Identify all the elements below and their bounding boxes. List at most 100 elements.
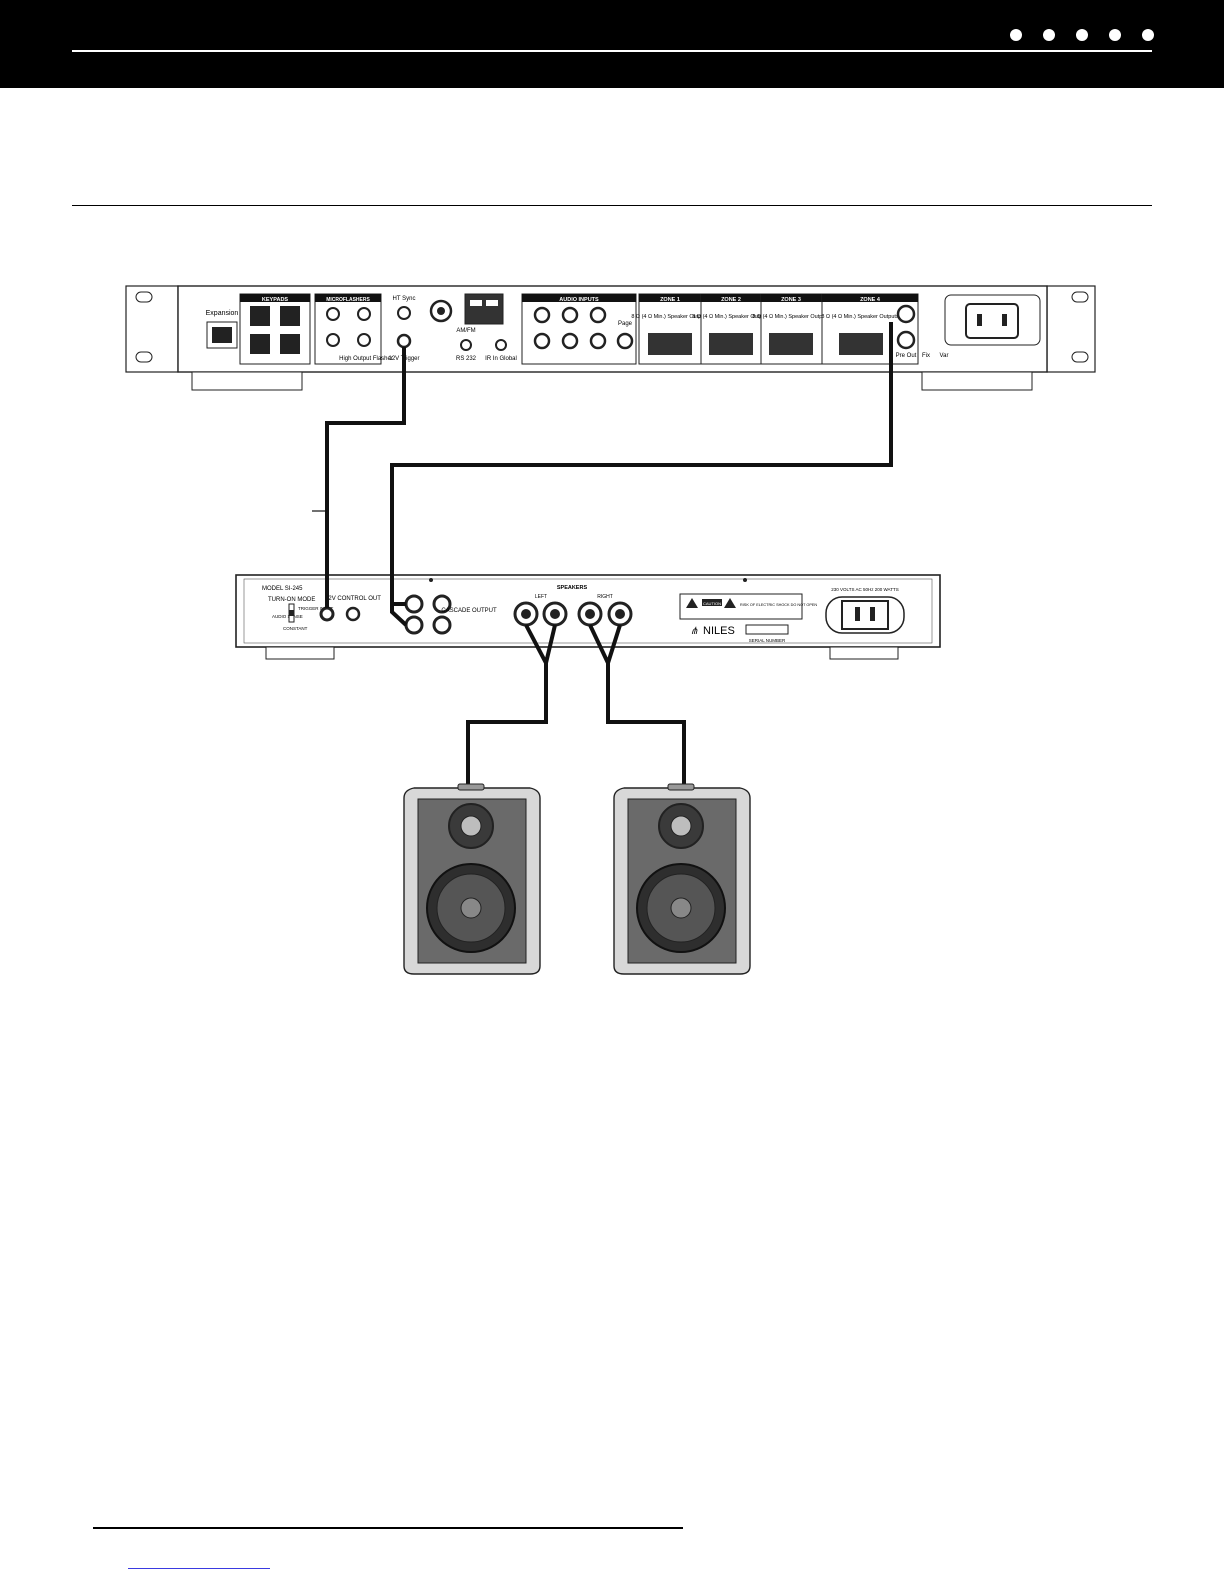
keypad-jack [280,334,300,354]
flasher-jack [326,307,340,321]
power-outlet-pin [870,607,875,621]
right-speaker [613,783,751,975]
ir-in-jack [495,339,507,351]
ht-sync-jack [397,306,411,320]
speakers-label: SPEAKERS [557,585,588,591]
caution-badge [702,599,722,606]
controller-foot [921,371,1033,391]
top-banner [0,0,1224,88]
keypad-jack [280,306,300,326]
cables [325,322,893,790]
audio-input-jack [533,332,551,350]
power-outlet [841,600,889,630]
left-speaker [403,783,541,975]
warning-triangle-icon [686,598,698,608]
cascade-right-jack [432,615,452,635]
flasher-jack [326,333,340,347]
amplifier-foot [829,646,899,660]
left-speaker-cable [466,663,548,790]
audio-input-left-jack [404,594,424,614]
banner-dots [1010,29,1154,41]
terminal-post [521,609,531,619]
zone1-outputs-label: 8 Ω (4 Ω Min.) Speaker Outputs [631,314,709,320]
page-label: Page [618,321,633,327]
amplifier-unit: MODEL SI-245 TURN-ON MODE AUDIO SENSE TR… [235,574,941,660]
microflashers-box [314,293,382,365]
flasher-jack [357,307,371,321]
right-speaker-cable [606,663,686,790]
zone4-header [822,294,918,302]
cascade-left-jack [432,594,452,614]
keypad-jack [250,306,270,326]
antenna-center [437,307,445,315]
am-fm-label: AM/FM [456,328,475,334]
rack-hole [135,351,153,363]
keypads-header [240,294,310,302]
right-label: RIGHT [597,594,613,600]
cascade-output-label: CASCADE OUTPUT [441,608,497,614]
footer-rule [93,1527,683,1529]
rack-hole [135,291,153,303]
control-out-label: 12V CONTROL OUT [325,596,381,602]
terminal-post [550,609,560,619]
serial-number-box [745,624,789,635]
trigger-jack [396,333,412,349]
audio-input-jack [561,332,579,350]
audio-input-jack [589,306,607,324]
trigger-cable [325,347,406,608]
pre-out-jack [896,330,916,350]
amplifier-foot [265,646,335,660]
audio-input-right-jack [404,615,424,635]
terminal-post [615,609,625,619]
zone2-terminal-block [709,333,753,355]
ht-sync-label: HT Sync [393,296,416,302]
controller-foot [191,371,303,391]
fix-label: Fix [922,353,930,359]
power-outlet-pin [855,607,860,621]
panel-screw [743,578,747,582]
zone2-title: ZONE 2 [721,297,741,303]
zone2-outputs-label: 8 Ω (4 Ω Min.) Speaker Outputs [692,314,770,320]
zone3-terminal-block [769,333,813,355]
banner-rule [72,50,1152,52]
keypads-title: KEYPADS [262,297,289,303]
power-inlet-pin [1002,314,1007,326]
audio-inputs-title: AUDIO INPUTS [559,297,599,303]
banner-dot [1043,29,1055,41]
fm-terminal-slot [486,300,498,306]
microflashers-title: MICROFLASHERS [326,297,370,303]
serial-number-label: SERIAL NUMBER [749,638,786,643]
audio-inputs-box [521,293,637,365]
audio-inputs-header [522,294,636,302]
control-out-jack [345,606,361,622]
zone4-terminal-block [839,333,883,355]
rack-hole [1071,291,1089,303]
constant-label: CONSTANT [283,626,308,631]
rack-hole [1071,351,1089,363]
zone1-terminal-block [648,333,692,355]
tweeter-dome [670,815,692,837]
banner-dot [1076,29,1088,41]
ir-in-global-label: IR In Global [485,356,517,362]
microflashers-header [315,294,381,302]
fm-terminal-slot [470,300,482,306]
audio-input-jack [561,306,579,324]
var-label: Var [940,353,949,359]
terminal-post [585,609,595,619]
woofer-cap [670,897,692,919]
audio-input-jack [533,306,551,324]
brand-mark: ⋔ [690,626,698,637]
expansion-label: Expansion [206,310,239,317]
pre-out-label: Pre Out [896,353,917,359]
zone4-title: ZONE 4 [860,297,881,303]
flasher-jack [357,333,371,347]
brand-name: NILES [703,625,735,637]
pre-out-cable-right [390,322,893,627]
zone3-header [761,294,822,302]
speaker-mount [667,783,695,791]
footer-link-underline[interactable] [128,1568,270,1569]
caution-title: CAUTION [703,601,721,606]
banner-dot [1142,29,1154,41]
power-rating-label: 230 VOLTS AC 50Hz 200 WATTS [831,587,898,592]
